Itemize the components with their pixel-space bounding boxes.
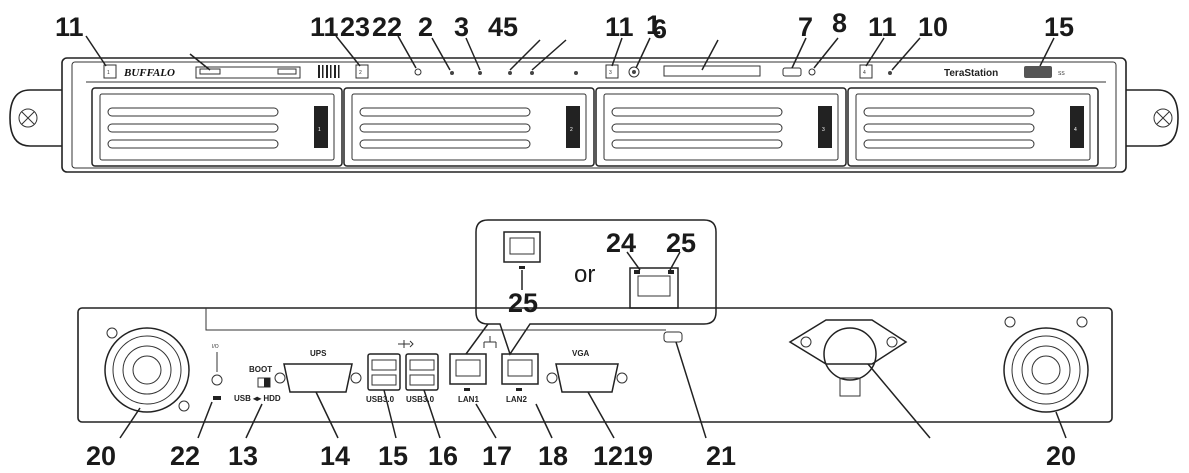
drive-bay-number: 2 — [570, 127, 573, 133]
left-ear-screw-icon — [18, 108, 38, 128]
led-icon — [574, 71, 578, 75]
svg-text:2: 2 — [359, 70, 362, 76]
right-ear-screw-icon — [1153, 108, 1173, 128]
lan2-led-icon — [530, 71, 534, 75]
callout-f7: 7 — [798, 12, 813, 42]
leader-lines — [85, 35, 1067, 439]
power-button-icon[interactable] — [628, 66, 640, 78]
callout-r22: 22 — [170, 441, 200, 471]
callout-f22: 22 — [372, 12, 402, 42]
left-fan — [104, 327, 190, 413]
drive-bay-number: 4 — [1074, 127, 1077, 133]
usb3-port-right[interactable] — [405, 353, 439, 391]
right-fan — [1003, 316, 1089, 413]
usb-symbol-icon — [398, 340, 414, 348]
lan2-port[interactable] — [501, 353, 539, 385]
svg-text:LAN2: LAN2 — [506, 395, 527, 404]
callout-r16: 16 — [428, 441, 458, 471]
rear-chassis — [77, 307, 1113, 423]
error-led-icon — [478, 71, 482, 75]
svg-text:USB3.0: USB3.0 — [406, 395, 435, 404]
svg-text:3: 3 — [609, 70, 612, 76]
left-rack-ear — [9, 89, 71, 147]
callout-f45: 45 — [488, 12, 518, 42]
info-led-icon — [450, 71, 454, 75]
callout-f10: 10 — [918, 12, 948, 42]
drive-bay-3[interactable]: 3 — [595, 87, 847, 167]
front-panel: 1 BUFFALO 2 3 4 TeraStation — [9, 57, 1179, 173]
inset-lan-port-single-led — [503, 231, 541, 269]
drive-bay-1[interactable]: 1 — [91, 87, 343, 167]
drive-bay-2[interactable]: 2 — [343, 87, 595, 167]
model-name: TeraStation — [944, 68, 998, 79]
slot-label-2 — [355, 64, 369, 79]
brand-logo: BUFFALO — [123, 67, 175, 79]
lcd-window — [663, 65, 761, 77]
callout-r24: 24 — [606, 228, 636, 258]
callout-f1: 1 — [646, 10, 661, 40]
callout-r21: 21 — [706, 441, 736, 471]
id-switch-icon[interactable] — [211, 374, 223, 386]
right-rack-ear — [1117, 89, 1179, 147]
callout-f6: 6 — [652, 14, 667, 44]
callout-r20b: 20 — [1046, 441, 1076, 471]
vga-port[interactable] — [555, 363, 619, 393]
security-slot — [663, 331, 683, 343]
svg-text:USB3.0: USB3.0 — [366, 395, 395, 404]
drive-bay-number: 3 — [822, 127, 825, 133]
callout-f15: 15 — [1044, 12, 1074, 42]
callout-r18: 18 — [538, 441, 568, 471]
barcode-label — [318, 65, 340, 78]
svg-text:I/O: I/O — [212, 344, 219, 350]
svg-text:BOOT: BOOT — [249, 365, 272, 374]
callout-r12: 12 — [593, 441, 623, 471]
callout-numbers: 11 11 23 22 2 3 45 11 1 6 7 8 11 10 15 2… — [55, 8, 1076, 471]
status-display — [195, 66, 301, 79]
svg-text:UPS: UPS — [310, 349, 327, 358]
callout-r15: 15 — [378, 441, 408, 471]
id-led-icon — [414, 68, 422, 76]
callout-f8: 8 — [832, 8, 847, 38]
svg-text:SS: SS — [1058, 71, 1065, 77]
svg-text:USB ◂▸ HDD: USB ◂▸ HDD — [234, 394, 281, 403]
slot-label-1 — [103, 64, 117, 79]
svg-text:VGA: VGA — [572, 349, 590, 358]
svg-text:4: 4 — [863, 70, 866, 76]
callout-r19: 19 — [623, 441, 653, 471]
callout-f11c: 11 — [605, 12, 634, 42]
callout-r17: 17 — [482, 441, 512, 471]
callout-r25b: 25 — [508, 288, 538, 318]
inset-or-label: or — [574, 261, 595, 288]
callout-f11d: 11 — [868, 12, 897, 42]
rear-panel: I/O BOOT USB ◂▸ HDD UPS USB3.0 USB3.0 — [77, 219, 1113, 423]
ups-port[interactable] — [283, 363, 353, 393]
callout-r20a: 20 — [86, 441, 116, 471]
callout-f23: 23 — [340, 12, 370, 42]
svg-text:LAN1: LAN1 — [458, 395, 479, 404]
lan1-led-icon — [508, 71, 512, 75]
callout-f2: 2 — [418, 12, 433, 42]
drive-bays: 1 2 3 4 — [91, 87, 1099, 167]
inset-lan-port-dual-led — [629, 267, 679, 309]
reset-button-icon[interactable] — [888, 71, 892, 75]
svg-text:1: 1 — [107, 70, 110, 76]
callout-f11b: 11 — [310, 12, 339, 42]
lan-inset-bubble — [475, 219, 717, 356]
network-symbol-icon — [483, 336, 497, 348]
drive-bay-4[interactable]: 4 — [847, 87, 1099, 167]
callout-r25a: 25 — [666, 228, 696, 258]
front-usb-port[interactable] — [1024, 66, 1052, 78]
callout-r14: 14 — [320, 441, 350, 471]
drive-bay-number: 1 — [318, 127, 321, 133]
callout-f11a: 11 — [55, 12, 84, 42]
power-inlet[interactable] — [788, 319, 908, 397]
lan1-port[interactable] — [449, 353, 487, 385]
function-led-icon — [808, 68, 816, 76]
callout-f3: 3 — [454, 12, 469, 42]
callout-r13: 13 — [228, 441, 258, 471]
